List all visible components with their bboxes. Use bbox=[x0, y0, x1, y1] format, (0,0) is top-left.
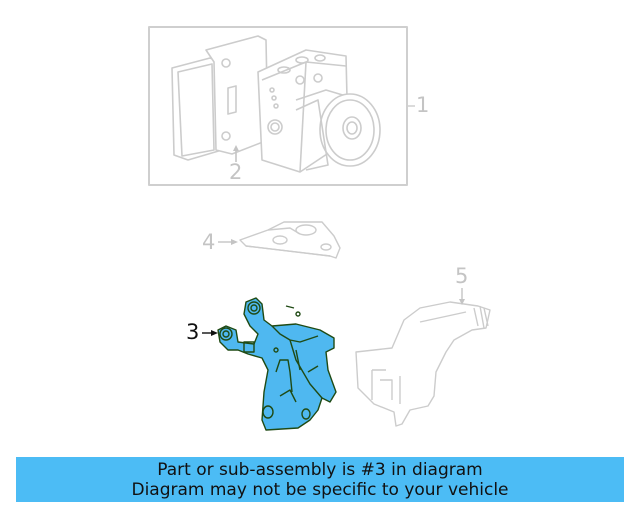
callout-5: 5 bbox=[455, 264, 469, 288]
part-3-bracket-highlighted bbox=[202, 297, 337, 431]
info-banner: Part or sub-assembly is #3 in diagram Di… bbox=[16, 457, 624, 502]
banner-line-disclaimer: Diagram may not be specific to your vehi… bbox=[131, 480, 509, 500]
callout-2: 2 bbox=[229, 160, 243, 184]
part-5-duct bbox=[355, 288, 491, 427]
part-1-abs-assembly bbox=[148, 26, 415, 186]
part-4-bracket bbox=[218, 221, 341, 259]
callout-1: 1 bbox=[416, 93, 430, 117]
callout-4: 4 bbox=[202, 230, 216, 254]
banner-line-part-number: Part or sub-assembly is #3 in diagram bbox=[157, 460, 483, 480]
parts-diagram: 1 2 3 4 5 bbox=[148, 26, 491, 431]
callout-3[interactable]: 3 bbox=[186, 320, 200, 344]
